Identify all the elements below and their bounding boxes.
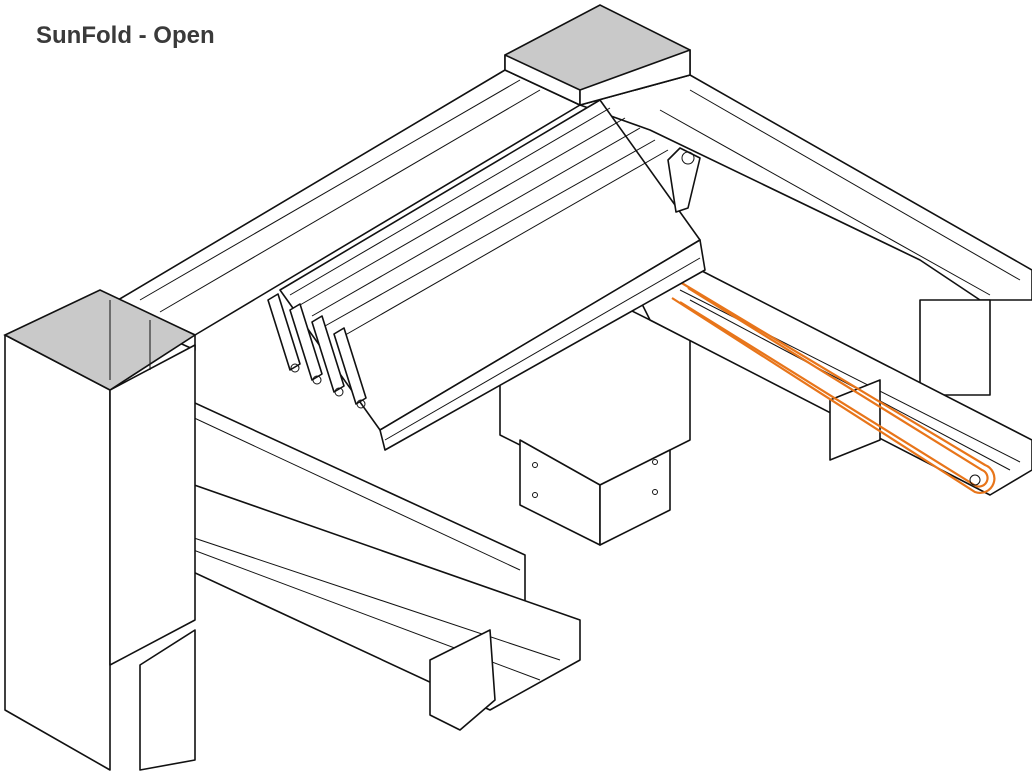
pulley: [969, 474, 981, 486]
back-post: [504, 4, 691, 106]
pivot-arms-right: [667, 147, 701, 213]
drive-belt: [671, 281, 996, 494]
right-beam: [579, 74, 1032, 396]
pivot-arms-left: [267, 293, 367, 409]
folded-louvres: [279, 99, 706, 451]
center-post: [499, 289, 691, 546]
front-post: [3, 289, 197, 771]
front-beam: [109, 379, 581, 731]
diagram-title: SunFold - Open: [36, 22, 215, 49]
